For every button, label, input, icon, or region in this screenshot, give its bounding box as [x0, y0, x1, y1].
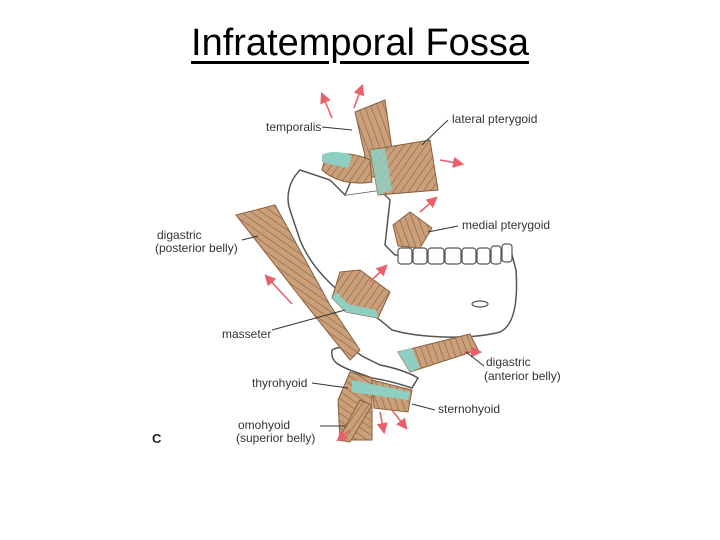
digastric-anterior-belly	[398, 334, 478, 372]
label-digastric-anterior-belly: (anterior belly)	[484, 369, 561, 383]
label-masseter: masseter	[222, 327, 271, 341]
panel-letter: C	[152, 431, 162, 446]
label-medial-pterygoid: medial pterygoid	[462, 218, 550, 232]
lateral-pterygoid-muscle	[370, 140, 438, 195]
medial-pterygoid-muscle	[393, 212, 432, 248]
label-sternohyoid: sternohyoid	[438, 402, 500, 416]
mental-foramen	[472, 301, 488, 307]
label-thyrohyoid: thyrohyoid	[252, 376, 307, 390]
label-omohyoid: omohyoid	[238, 418, 290, 432]
label-omohyoid-superior-belly: (superior belly)	[236, 431, 315, 445]
label-digastric-anterior: digastric	[486, 355, 531, 369]
label-digastric-posterior-belly: (posterior belly)	[155, 241, 238, 255]
label-digastric-posterior: digastric	[157, 228, 202, 242]
label-temporalis: temporalis	[266, 120, 321, 134]
label-lateral-pterygoid: lateral pterygoid	[452, 112, 537, 126]
